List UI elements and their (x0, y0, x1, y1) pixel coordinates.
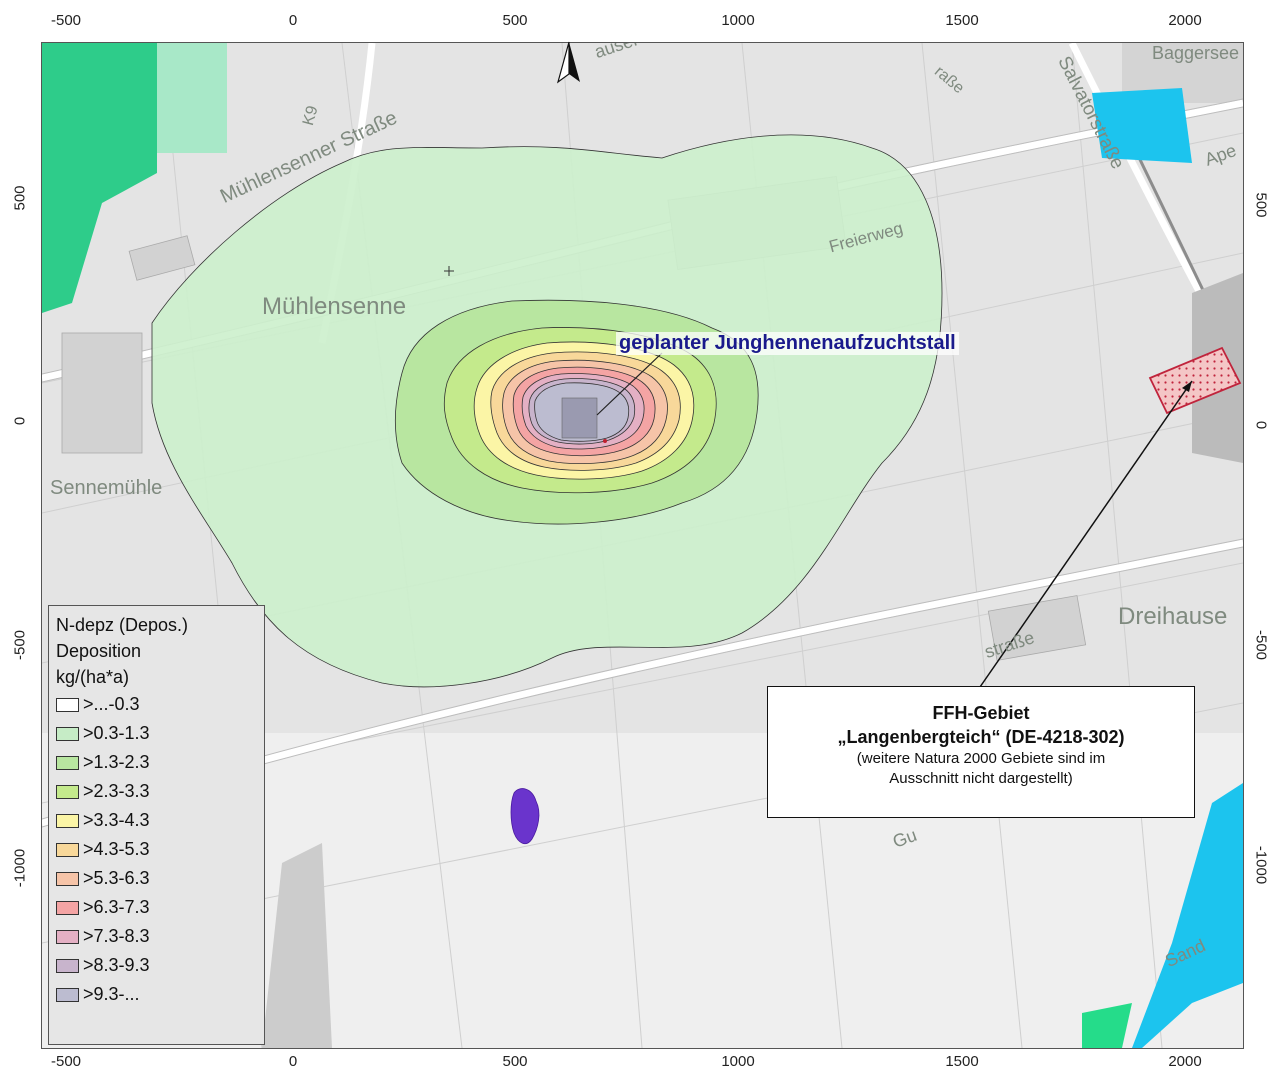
legend-label: >4.3-5.3 (83, 839, 150, 859)
ffh-note-line-1: (weitere Natura 2000 Gebiete sind im (856, 750, 1106, 767)
place-label-dreihausen: Dreihause (1118, 603, 1228, 630)
ffh-arrowhead (1182, 381, 1192, 392)
stall-footprint (561, 397, 598, 439)
legend-item: >...-0.3 (56, 690, 264, 719)
emission-source (603, 439, 607, 443)
y-tick-right: 0 (1252, 420, 1270, 430)
legend-item: >1.3-2.3 (56, 748, 264, 777)
y-tick-left: 500 (11, 185, 29, 211)
legend-label: >6.3-7.3 (83, 897, 150, 917)
x-tick-bottom: 2000 (1168, 1053, 1202, 1070)
legend-swatch (56, 726, 79, 741)
grey-area-south (262, 843, 332, 1048)
legend-label: >...-0.3 (83, 694, 140, 714)
legend-swatch (56, 755, 79, 770)
green-area-south-east (1082, 1003, 1132, 1048)
north-arrow-icon (556, 41, 580, 84)
legend-item: >9.3-... (56, 980, 264, 1009)
legend-swatch (56, 929, 79, 944)
legend-label: >8.3-9.3 (83, 955, 150, 975)
x-tick-bottom: 1000 (721, 1053, 755, 1070)
stall-leader-line (596, 352, 663, 416)
x-tick-top: -500 (50, 12, 82, 29)
legend-title: N-depz (Depos.) (56, 615, 189, 635)
legend-swatch (56, 813, 79, 828)
legend-label: >3.3-4.3 (83, 810, 150, 830)
legend-swatch (56, 784, 79, 799)
x-tick-bottom: 0 (288, 1053, 298, 1070)
legend-subtitle: Deposition (56, 641, 142, 661)
legend-unit: kg/(ha*a) (56, 667, 130, 687)
water-south-east (1132, 783, 1243, 1048)
protected-area-west (42, 43, 157, 313)
legend-swatch (56, 697, 79, 712)
stall-label: geplanter Junghennenaufzuchtstall (616, 332, 959, 355)
legend-items: >...-0.3 >0.3-1.3 >1.3-2.3 >2.3-3.3 >3.3-4.3… (56, 690, 264, 1009)
water-label-baggersee: Baggersee A (1152, 43, 1243, 63)
place-label-muehlensenne: Mühlensenne (262, 293, 407, 320)
legend-label: >1.3-2.3 (83, 752, 150, 772)
deposition-contours (151, 134, 943, 688)
legend-label: >2.3-3.3 (83, 781, 150, 801)
ffh-area[interactable] (1148, 346, 1242, 415)
x-tick-top: 0 (288, 12, 298, 29)
ffh-title-line-2: „Langenbergteich“ (DE-4218-302) (837, 727, 1125, 747)
y-tick-left: 0 (11, 416, 29, 426)
protected-area-west-light (157, 43, 227, 153)
marker (444, 266, 454, 276)
legend-label: >0.3-1.3 (83, 723, 150, 743)
legend-label: >7.3-8.3 (83, 926, 150, 946)
x-tick-bottom: 1500 (945, 1053, 979, 1070)
y-tick-right: 500 (1252, 192, 1270, 218)
legend-swatch (56, 900, 79, 915)
legend-label: >9.3-... (83, 984, 140, 1004)
y-tick-right: -1000 (1252, 845, 1270, 885)
y-tick-left: -1000 (11, 848, 29, 888)
y-tick-left: -500 (11, 629, 29, 661)
purple-area (510, 788, 540, 845)
ffh-note-line-2: Ausschnitt nicht dargestellt) (889, 770, 1073, 787)
legend-item: >3.3-4.3 (56, 806, 264, 835)
legend-item: >8.3-9.3 (56, 951, 264, 980)
legend-item: >2.3-3.3 (56, 777, 264, 806)
ffh-callout: FFH-Gebiet „Langenbergteich“ (DE-4218-30… (767, 686, 1195, 818)
y-tick-right: -500 (1252, 629, 1270, 661)
x-tick-bottom: 500 (502, 1053, 528, 1070)
place-label-sennemuehle: Sennemühle (50, 477, 163, 499)
legend-swatch (56, 842, 79, 857)
x-tick-top: 2000 (1168, 12, 1202, 29)
ffh-leader-line (979, 380, 1193, 688)
lake-north-east (1092, 88, 1192, 163)
x-tick-bottom: -500 (50, 1053, 82, 1070)
legend-label: >5.3-6.3 (83, 868, 150, 888)
legend-item: >7.3-8.3 (56, 922, 264, 951)
legend-item: >4.3-5.3 (56, 835, 264, 864)
ffh-title-line-1: FFH-Gebiet (932, 703, 1030, 723)
legend-item: >5.3-6.3 (56, 864, 264, 893)
legend-item: >6.3-7.3 (56, 893, 264, 922)
legend-swatch (56, 958, 79, 973)
x-tick-top: 1500 (945, 12, 979, 29)
legend: N-depz (Depos.) Deposition kg/(ha*a) >..… (48, 605, 265, 1045)
legend-swatch (56, 987, 79, 1002)
legend-item: >0.3-1.3 (56, 719, 264, 748)
x-tick-top: 1000 (721, 12, 755, 29)
legend-swatch (56, 871, 79, 886)
x-tick-top: 500 (502, 12, 528, 29)
